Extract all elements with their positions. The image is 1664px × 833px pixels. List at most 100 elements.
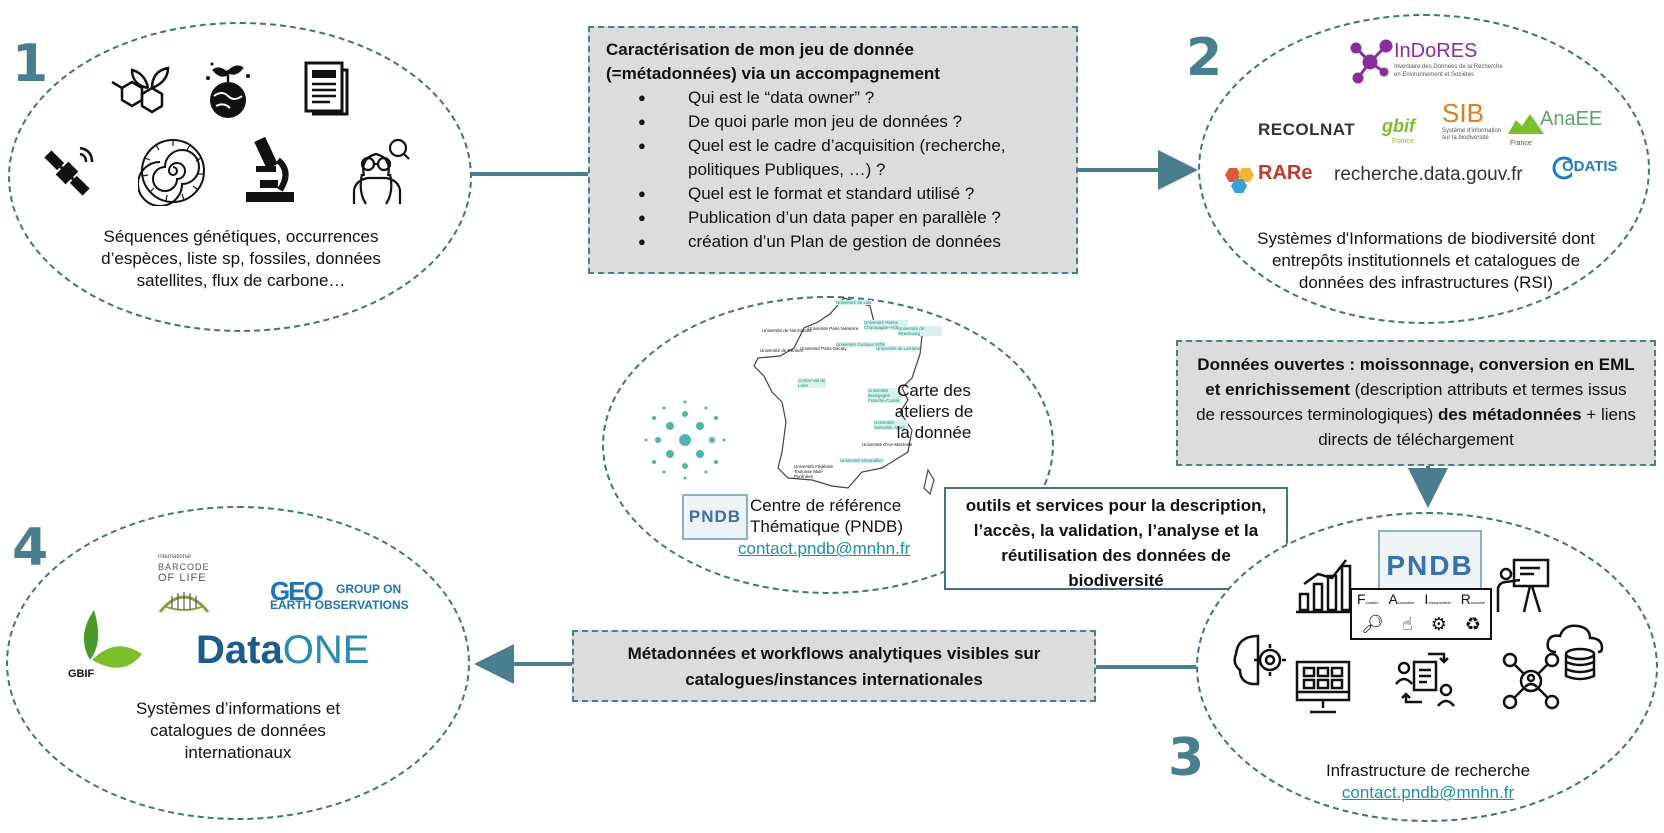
- geo-tagline-1: GROUP ON: [336, 582, 402, 596]
- recycle-icon: ♻︎: [1464, 614, 1481, 634]
- dataone-one: ONE: [282, 628, 370, 672]
- hand-pointer-icon: ☝︎: [1401, 614, 1413, 634]
- harvesting-normal-1: (description attributs et termes issus d…: [1196, 380, 1627, 424]
- globe-plant-icon: [206, 62, 250, 118]
- international-catalogues-line1: Métadonnées et workflows analytiques vis…: [627, 644, 1041, 663]
- map-labels: Université de Lille Université de Norman…: [752, 292, 942, 502]
- pndb-logo-large-text: PNDB: [1386, 550, 1474, 581]
- question-item: Publication d’un data paper en parallèle…: [606, 206, 1066, 230]
- map-label: Université de Normandie: [762, 328, 812, 333]
- computer-dashboard-icon: [1295, 660, 1351, 714]
- molecule-plant-icon: [111, 66, 170, 114]
- gbif-logo: GBIF: [68, 668, 95, 680]
- characterisation-title-line2: (=métadonnées) via un accompagnement: [606, 64, 940, 83]
- map-label: Université de Strasbourg: [898, 326, 942, 336]
- magnifier-icon: 🔎︎: [1360, 614, 1384, 634]
- barcode-of-life-line1: BARCODE: [158, 562, 210, 572]
- dataone-data: Data: [196, 628, 283, 672]
- harvesting-bold-1: Données ouvertes : moissonnage, conversi…: [1197, 355, 1635, 399]
- indores-logo-icon: [1350, 39, 1393, 84]
- map-label: Université Grenoble Alpes: [874, 420, 908, 430]
- map-label: Université de Rennes: [760, 348, 804, 353]
- sib-subtitle-2: sur la biodiversité: [1442, 135, 1489, 141]
- step-number-1: 1: [12, 34, 49, 94]
- dataone-logo: DataONE: [196, 628, 369, 673]
- map-label: Université Gustave Eiffel: [836, 342, 886, 347]
- brain-gear-icon: [1233, 634, 1286, 686]
- anaee-logo-icon: [1508, 114, 1544, 134]
- step-number-4: 4: [12, 518, 49, 578]
- harvesting-bold-2: des métadonnées: [1437, 405, 1582, 424]
- network-users-icon: [1502, 652, 1560, 710]
- metadata-characterisation-box: Caractérisation de mon jeu de donnée (=m…: [588, 26, 1078, 274]
- gears-icon: ⚙︎: [1430, 614, 1447, 634]
- ellipse-biodiversity-info-systems: InDoRES Inventaire des Données de la Rec…: [1198, 14, 1650, 324]
- research-infrastructure-caption: Infrastructure de recherche: [1325, 761, 1531, 780]
- data-types-caption: Séquences génétiques, occurrences d’espè…: [101, 227, 381, 290]
- map-label: Centre-Val de Loire: [798, 378, 826, 388]
- tools-services-text: outils et services pour la description, …: [965, 496, 1267, 590]
- barcode-of-life-small: international: [158, 554, 191, 560]
- indores-subtitle-2: en Environnement et Sociétés: [1394, 72, 1475, 78]
- geo-tagline-2: EARTH OBSERVATIONS: [270, 598, 409, 612]
- rare-logo-icon: [1225, 168, 1254, 193]
- question-item: Qui est le “data owner” ?: [606, 86, 1066, 110]
- map-label: Université Montpellier: [840, 458, 884, 463]
- question-item: De quoi parle mon jeu de données ?: [606, 110, 1066, 134]
- centre-reference-line1: Centre de référence: [750, 496, 902, 515]
- sib-logo: SIB: [1442, 98, 1484, 128]
- map-label: Université Reims Champagne-Ardenne: [864, 320, 908, 330]
- sib-subtitle-1: Système d'information: [1442, 128, 1502, 134]
- rare-logo: RARe: [1258, 162, 1313, 184]
- presentation-icon: [1496, 558, 1550, 613]
- workshops-map-caption: Carte des ateliers de la donnée: [894, 381, 974, 442]
- biodiversity-info-systems-caption: Systèmes d'Informations de biodiversité …: [1257, 229, 1595, 292]
- characterisation-title-line1: Caractérisation de mon jeu de donnée: [606, 40, 914, 59]
- map-label: Université de Lorraine: [876, 346, 921, 351]
- fair-interoperable: Interoperable: [1424, 591, 1451, 607]
- cloud-database-icon: [1546, 624, 1604, 681]
- research-infrastructure-contact-link[interactable]: contact.pndb@mnhn.fr: [1341, 783, 1515, 802]
- open-data-harvesting-box: Données ouvertes : moissonnage, conversi…: [1176, 340, 1656, 466]
- centre-reference-line2: Thématique (PNDB): [750, 517, 904, 536]
- pndb-contact-link[interactable]: contact.pndb@mnhn.fr: [738, 539, 911, 558]
- step-number-2: 2: [1186, 28, 1223, 88]
- bar-chart-icon: [1296, 559, 1354, 614]
- map-label: Université Paris Nanterre: [808, 326, 859, 331]
- map-label: Université Bourgogne Franche-Comté: [868, 388, 902, 403]
- harvesting-normal-2: + liens directs de téléchargement: [1318, 405, 1636, 449]
- network-dots-icon: [644, 400, 726, 480]
- pndb-logo: PNDB: [682, 494, 748, 540]
- gbif-leaf-icon: [83, 610, 142, 668]
- indores-subtitle-1: Inventaire des Données de la Recherche: [1394, 64, 1503, 70]
- geo-logo: GEO: [270, 576, 324, 606]
- anaee-logo: AnaEE: [1540, 108, 1603, 130]
- international-catalogues-line2: catalogues/instances internationales: [685, 670, 983, 689]
- barcode-of-life-line2: OF LIFE: [158, 572, 207, 584]
- ellipse-international-systems: international BARCODE OF LIFE GEO GROUP …: [6, 506, 470, 820]
- pndb-logo-text: PNDB: [688, 507, 742, 526]
- recolnat-logo: RECOLNAT: [1258, 120, 1356, 139]
- step-number-3: 3: [1168, 728, 1205, 788]
- ellipse-data-types: Séquences génétiques, occurrences d’espè…: [8, 22, 472, 332]
- question-item: Quel est le cadre d’acquisition (recherc…: [606, 134, 1038, 182]
- ellipse-research-infrastructure: PNDB Findable Accessible Interoperable R: [1196, 512, 1658, 822]
- data-sharing-users-icon: [1395, 652, 1455, 707]
- indores-logo: InDoRES: [1394, 40, 1478, 62]
- satellite-icon: [44, 146, 94, 196]
- gbif-france-logo: gbif: [1382, 116, 1415, 136]
- fair-accessible: Accessible: [1388, 591, 1415, 607]
- france-map-icon: [753, 297, 935, 496]
- characterisation-question-list: Qui est le “data owner” ? De quoi parle …: [606, 86, 1066, 254]
- fair-reusable: Reusable: [1460, 591, 1485, 607]
- international-systems-caption: Systèmes d’informations et catalogues de…: [135, 699, 341, 762]
- map-label: Université Paris-Saclay: [800, 346, 847, 351]
- map-label: Université d'Aix-Marseille: [862, 442, 913, 447]
- ammonite-fossil-icon: [138, 139, 205, 206]
- gbif-france-subtitle: France: [1392, 138, 1414, 145]
- document-icon: [304, 61, 349, 116]
- fair-findable: Findable: [1357, 591, 1379, 607]
- map-label: Université de Lille: [836, 300, 872, 305]
- map-label: Université Fédérale Toulouse Midi-Pyréné…: [794, 464, 834, 479]
